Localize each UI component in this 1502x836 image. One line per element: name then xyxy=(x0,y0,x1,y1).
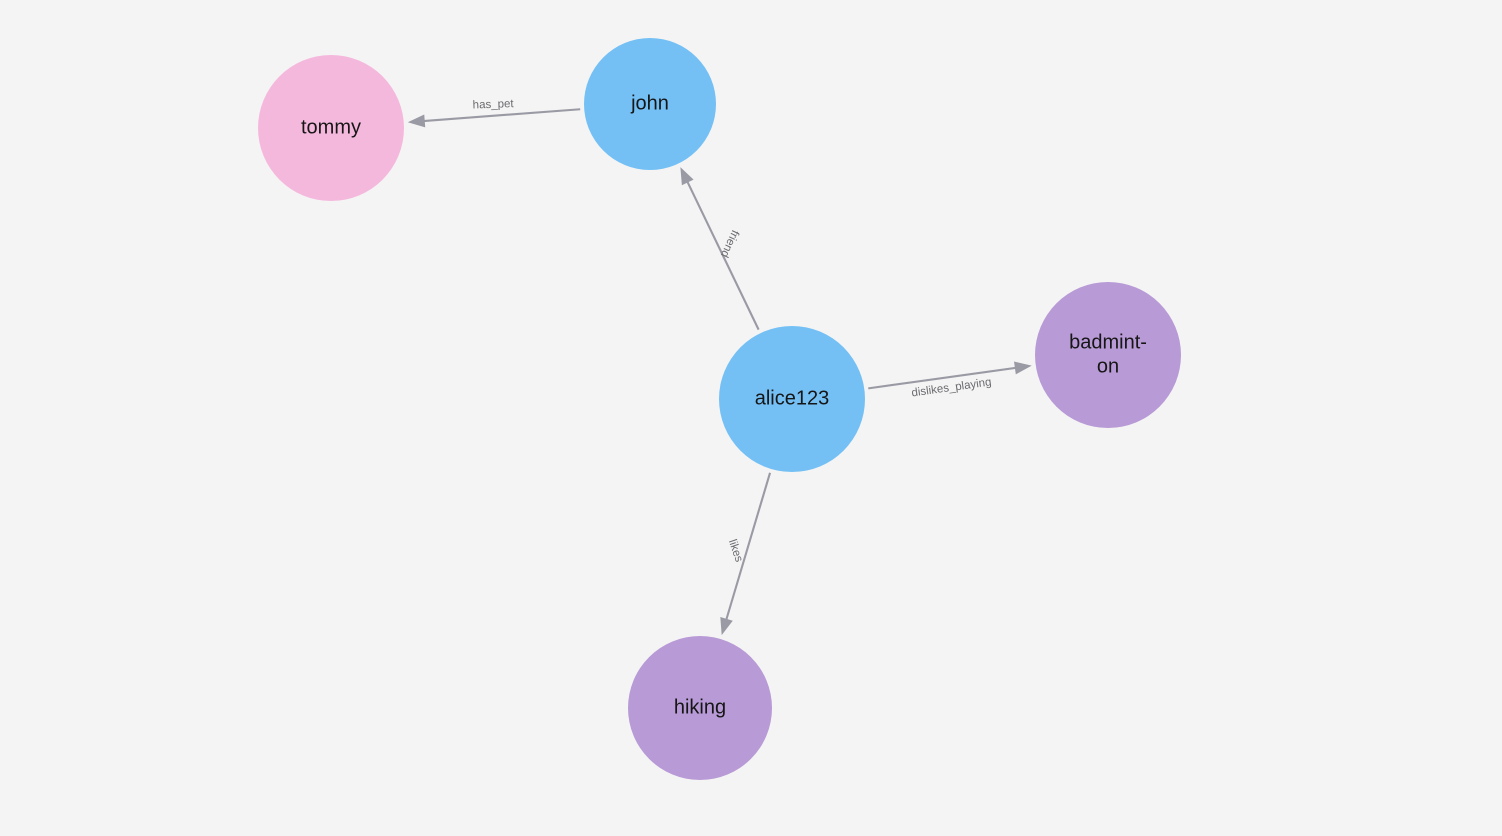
graph-edge[interactable] xyxy=(720,472,772,636)
graph-node-john[interactable]: john xyxy=(584,38,716,170)
node-circle[interactable] xyxy=(628,636,772,780)
edge-line xyxy=(421,108,581,123)
edge-label: likes xyxy=(726,538,745,564)
graph-edge[interactable] xyxy=(868,361,1032,390)
node-circle[interactable] xyxy=(719,326,865,472)
graph-node-badminton[interactable]: badmint-on xyxy=(1035,282,1181,428)
edge-arrowhead-icon xyxy=(407,114,426,128)
graph-node-tommy[interactable]: tommy xyxy=(258,55,404,201)
edge-arrowhead-icon xyxy=(720,617,733,636)
edge-label: friend xyxy=(718,228,741,259)
edge-line xyxy=(868,366,1019,390)
graph-node-alice123[interactable]: alice123 xyxy=(719,326,865,472)
edge-layer xyxy=(407,108,1032,636)
node-circle[interactable] xyxy=(258,55,404,201)
edge-line xyxy=(724,472,772,623)
graph-edge[interactable] xyxy=(407,108,581,128)
graph-edge[interactable] xyxy=(680,167,760,331)
edge-arrowhead-icon xyxy=(1014,361,1032,375)
node-circle[interactable] xyxy=(584,38,716,170)
edge-line xyxy=(685,179,760,331)
edge-label: has_pet xyxy=(472,98,514,111)
node-layer: tommy john alice123 badmint-on hiking xyxy=(258,38,1181,780)
graph-node-hiking[interactable]: hiking xyxy=(628,636,772,780)
edge-arrowhead-icon xyxy=(680,167,694,186)
node-circle[interactable] xyxy=(1035,282,1181,428)
